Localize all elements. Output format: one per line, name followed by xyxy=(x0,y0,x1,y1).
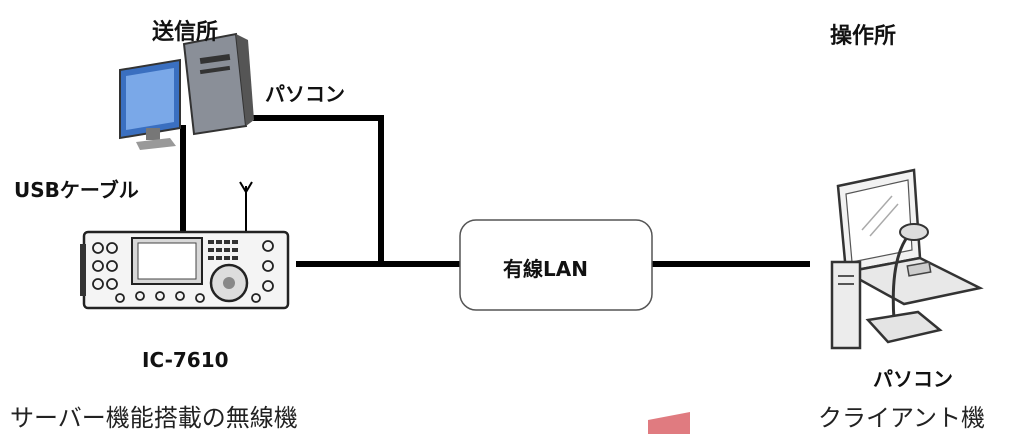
accent-mark xyxy=(648,412,690,434)
usb-cable-label: USBケーブル xyxy=(14,178,139,202)
pc-right-label: パソコン xyxy=(873,367,953,391)
wired-lan-box xyxy=(459,219,653,311)
pc-top-label: パソコン xyxy=(265,82,345,106)
caption-right: クライアント機 xyxy=(818,404,986,432)
wired-lan-label: 有線LAN xyxy=(503,257,588,281)
send-site-label: 送信所 xyxy=(152,20,219,45)
pc-lan-line xyxy=(253,115,384,264)
transceiver-icon xyxy=(80,181,290,310)
operation-site-label: 操作所 xyxy=(830,24,897,49)
client-pc-icon xyxy=(830,168,984,350)
connection-lines xyxy=(180,115,810,267)
desktop-pc-icon xyxy=(119,32,254,150)
radio-model-label: IC-7610 xyxy=(142,348,229,372)
caption-left: サーバー機能搭載の無線機 xyxy=(10,404,298,432)
